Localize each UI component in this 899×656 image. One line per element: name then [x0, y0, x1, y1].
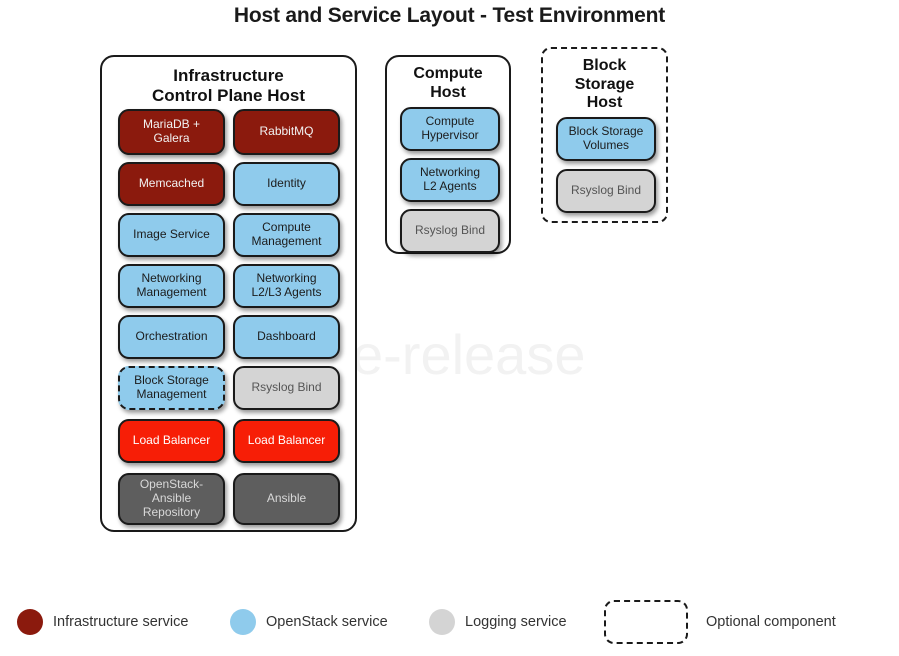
host-panel-infrastructure-control-plane: Infrastructure Control Plane Host MariaD… — [100, 55, 357, 532]
legend-label: Infrastructure service — [53, 614, 189, 630]
service-box-memcached[interactable]: Memcached — [118, 162, 225, 206]
host-panel-compute: Compute Host Compute Hypervisor Networki… — [385, 55, 511, 254]
service-box-rabbitmq[interactable]: RabbitMQ — [233, 109, 340, 155]
service-box-block-storage-volumes[interactable]: Block Storage Volumes — [556, 117, 656, 161]
service-box-orchestration[interactable]: Orchestration — [118, 315, 225, 359]
service-box-identity[interactable]: Identity — [233, 162, 340, 206]
host-panel-title: Infrastructure Control Plane Host — [151, 66, 305, 105]
legend-label: Logging service — [465, 614, 567, 630]
legend-swatch-circle-openstack — [230, 609, 256, 635]
service-box-rsyslog-bind[interactable]: Rsyslog Bind — [233, 366, 340, 410]
host-panel-title: Compute Host — [413, 65, 483, 101]
service-box-block-storage-management[interactable]: Block Storage Management — [118, 366, 225, 410]
service-box-load-balancer-2[interactable]: Load Balancer — [233, 419, 340, 463]
page-title: Host and Service Layout - Test Environme… — [233, 4, 666, 27]
service-box-dashboard[interactable]: Dashboard — [233, 315, 340, 359]
service-box-networking-management[interactable]: Networking Management — [118, 264, 225, 308]
service-box-rsyslog-bind[interactable]: Rsyslog Bind — [400, 209, 500, 253]
service-box-load-balancer-1[interactable]: Load Balancer — [118, 419, 225, 463]
host-panel-title: Block Storage Host — [574, 57, 635, 112]
service-box-ansible[interactable]: Ansible — [233, 473, 340, 525]
legend-swatch-dashed-rect-optional — [604, 600, 688, 644]
legend-label: OpenStack service — [266, 614, 388, 630]
legend-item-infrastructure-service: Infrastructure service — [17, 598, 188, 646]
legend-swatch-circle-logging — [429, 609, 455, 635]
service-box-rsyslog-bind[interactable]: Rsyslog Bind — [556, 169, 656, 213]
service-box-compute-hypervisor[interactable]: Compute Hypervisor — [400, 107, 500, 151]
host-panel-block-storage: Block Storage Host Block Storage Volumes… — [541, 47, 668, 223]
legend-swatch-circle-infrastructure — [17, 609, 43, 635]
watermark-text: e-release — [352, 323, 586, 386]
legend-item-openstack-service: OpenStack service — [230, 598, 388, 646]
service-box-image-service[interactable]: Image Service — [118, 213, 225, 257]
legend: Infrastructure service OpenStack service… — [0, 598, 899, 646]
service-box-mariadb-galera[interactable]: MariaDB + Galera — [118, 109, 225, 155]
service-box-networking-l2-l3-agents[interactable]: Networking L2/L3 Agents — [233, 264, 340, 308]
service-box-networking-l2-agents[interactable]: Networking L2 Agents — [400, 158, 500, 202]
legend-item-optional-component: Optional component — [604, 598, 836, 646]
service-box-compute-management[interactable]: Compute Management — [233, 213, 340, 257]
legend-item-logging-service: Logging service — [429, 598, 567, 646]
service-box-openstack-ansible-repository[interactable]: OpenStack- Ansible Repository — [118, 473, 225, 525]
legend-label: Optional component — [706, 614, 836, 630]
